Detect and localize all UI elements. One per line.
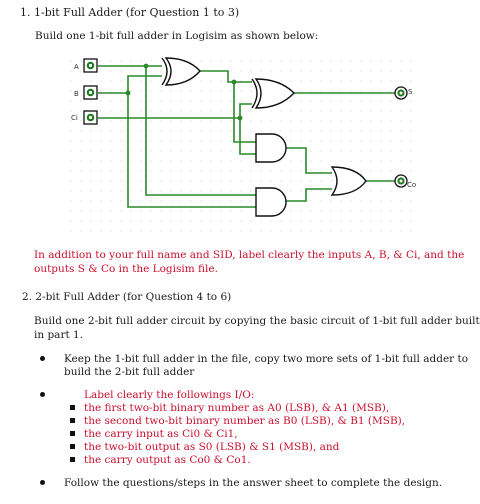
square-bullet-icon bbox=[70, 457, 75, 462]
input-label-b: B bbox=[74, 90, 79, 98]
output-label-co: Co bbox=[407, 181, 416, 189]
note-line-1: In addition to your full name and SID, l… bbox=[34, 249, 465, 261]
input-pin-icon bbox=[83, 58, 98, 73]
note-line-2: outputs S & Co in the Logisim file. bbox=[34, 263, 218, 275]
bullet-dot-icon bbox=[40, 392, 45, 397]
square-bullet-icon bbox=[70, 418, 75, 423]
input-pin-icon bbox=[83, 110, 98, 125]
output-pin-icon bbox=[394, 86, 408, 100]
section2-intro-line-2: in part 1. bbox=[34, 329, 84, 341]
section2-heading: 2. 2-bit Full Adder (for Question 4 to 6… bbox=[22, 291, 232, 303]
input-pin-icon bbox=[83, 85, 98, 100]
section1-heading: 1. 1-bit Full Adder (for Question 1 to 3… bbox=[20, 6, 240, 19]
sub-item-3: the carry input as Ci0 & Ci1, bbox=[84, 428, 238, 440]
input-label-ci: Ci bbox=[71, 114, 78, 122]
bullet-dot-icon bbox=[40, 480, 45, 485]
and-gate-icon bbox=[255, 133, 287, 163]
bullet-1-line-1: Keep the 1-bit full adder in the file, c… bbox=[64, 353, 469, 365]
or-gate-icon bbox=[330, 166, 367, 196]
section2-intro-line-1: Build one 2-bit full adder circuit by co… bbox=[34, 315, 480, 327]
sub-item-4: the two-bit output as S0 (LSB) & S1 (MSB… bbox=[84, 441, 340, 453]
and-gate-icon bbox=[255, 187, 287, 217]
square-bullet-icon bbox=[70, 405, 75, 410]
square-bullet-icon bbox=[70, 444, 75, 449]
square-bullet-icon bbox=[70, 431, 75, 436]
bullet-3: Follow the questions/steps in the answer… bbox=[64, 477, 443, 489]
input-label-a: A bbox=[74, 63, 79, 71]
sub-item-2: the second two-bit binary number as B0 (… bbox=[84, 415, 406, 427]
logisim-canvas-grid bbox=[68, 52, 420, 240]
section1-intro: Build one 1-bit full adder in Logisim as… bbox=[35, 30, 319, 42]
bullet-dot-icon bbox=[40, 356, 45, 361]
xor-gate-icon bbox=[251, 78, 295, 109]
bullet-1-line-2: build the 2-bit full adder bbox=[64, 366, 195, 378]
bullet-2-title: Label clearly the followings I/O: bbox=[84, 389, 255, 401]
sub-item-1: the first two-bit binary number as A0 (L… bbox=[84, 402, 390, 414]
xor-gate-icon bbox=[161, 57, 201, 86]
output-label-s: S bbox=[408, 88, 413, 96]
sub-item-5: the carry output as Co0 & Co1. bbox=[84, 454, 251, 466]
output-pin-icon bbox=[394, 174, 408, 188]
